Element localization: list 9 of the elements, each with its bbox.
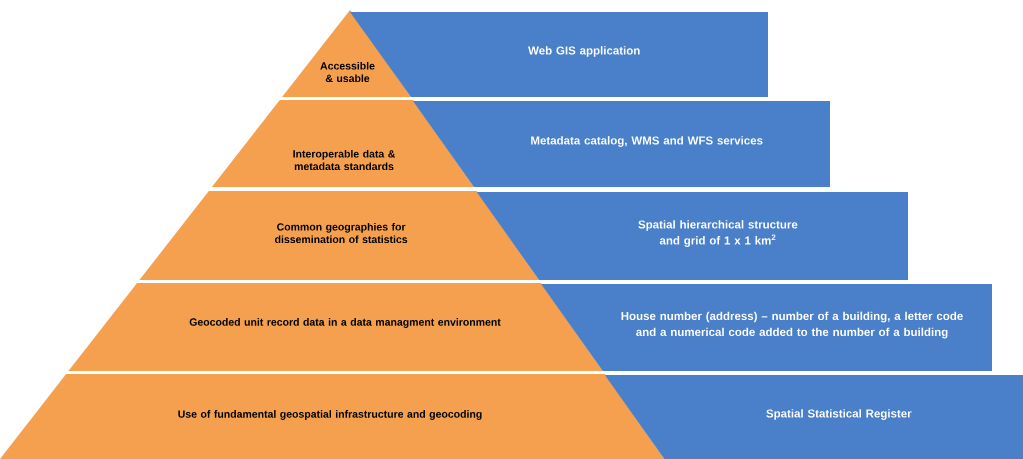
description-box: Spatial hierarchical structure and grid of 1 x 1 km$^{2}$ xyxy=(476,192,908,280)
pyramid-tier: Accessible & usable xyxy=(282,10,411,97)
pyramid-tier: Common geographies for dissemination of statistics xyxy=(139,191,539,280)
pyramid-tier: Interoperable data & metadata standards xyxy=(211,100,474,187)
pyramid-tier: Geocoded unit record data in a data managment environment xyxy=(68,283,603,371)
description-box: Metadata catalog, WMS and WFS services xyxy=(413,101,830,187)
pyramid-tier: Use of fundamental geospatial infrastructure and geocoding xyxy=(0,374,665,459)
description-box: Spatial Statistical Register xyxy=(604,375,1023,459)
description-box: House number (address) – number of a building, a letter code and a numerical code added to the number of a building xyxy=(541,284,992,371)
